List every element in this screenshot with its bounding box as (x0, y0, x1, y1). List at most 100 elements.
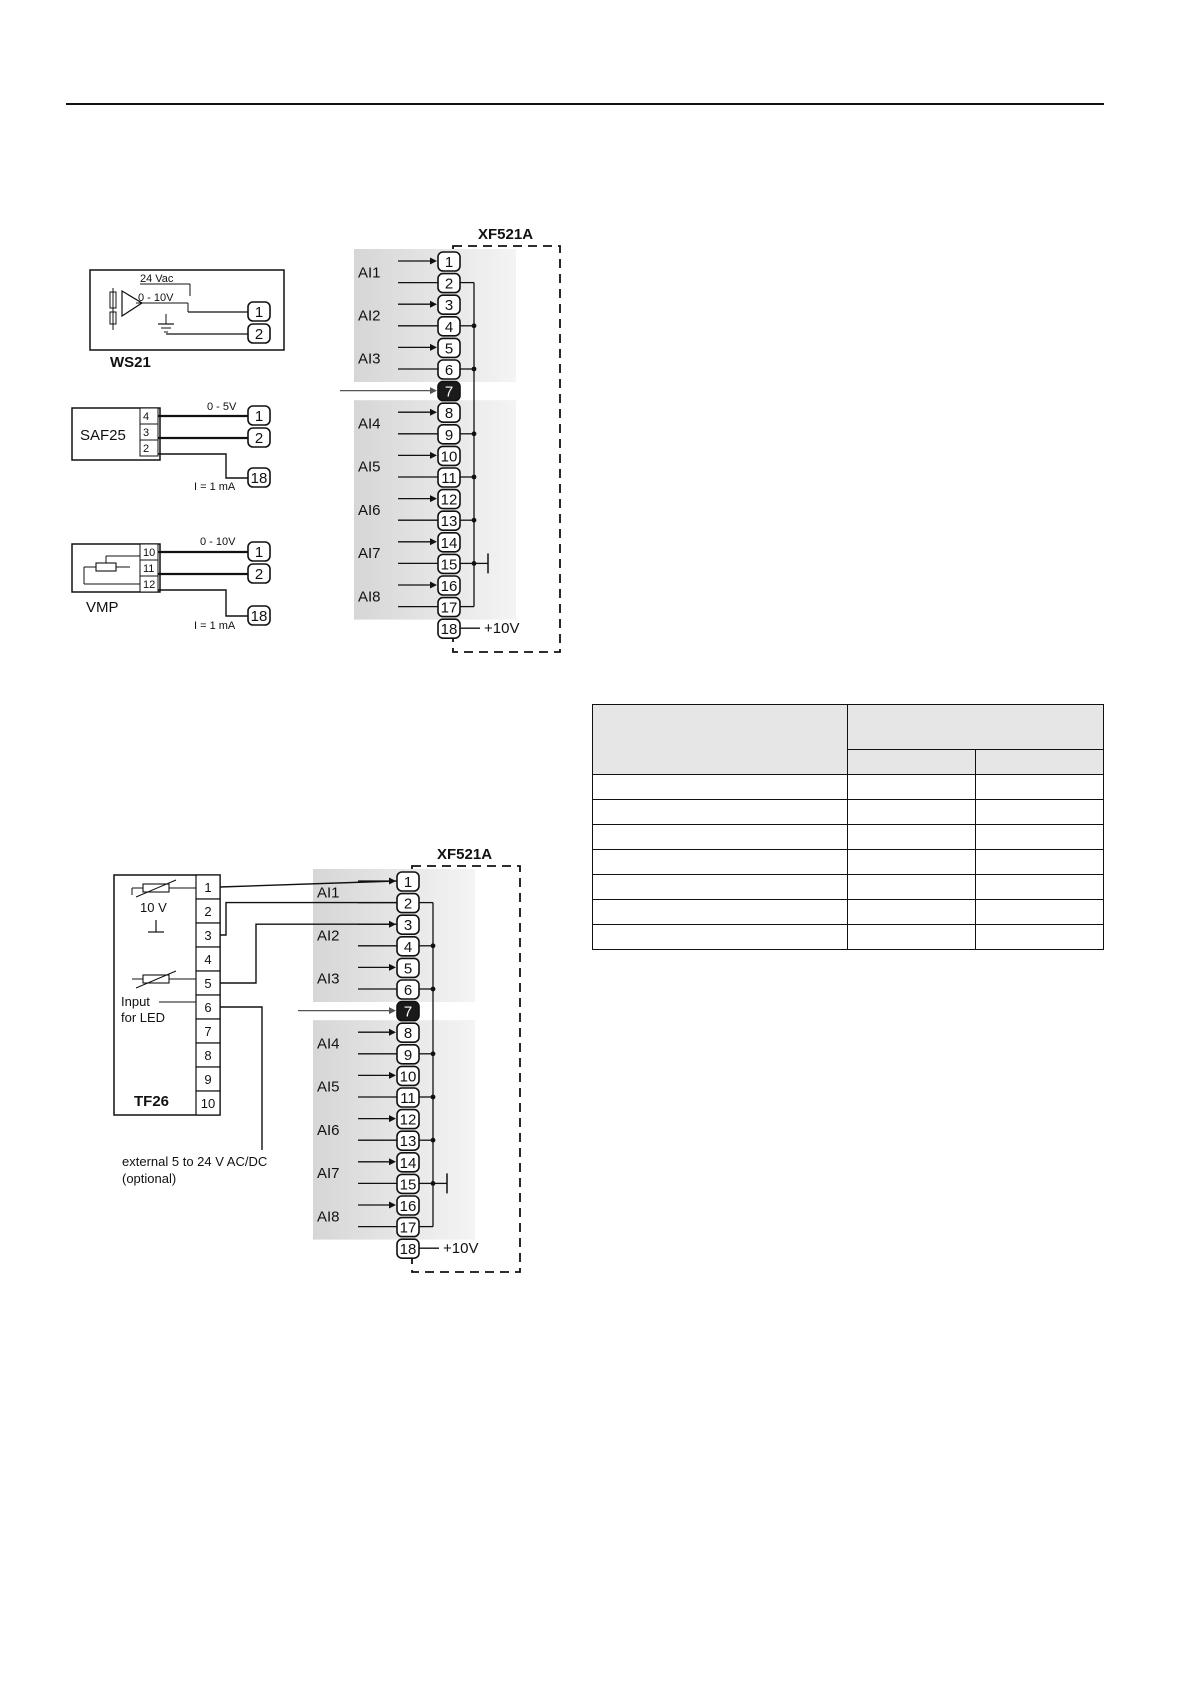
ai-block (354, 400, 516, 447)
terminal-number: 18 (251, 470, 268, 487)
terminal-3: 3 (437, 294, 461, 316)
potentiometer-icon (95, 562, 117, 572)
pin-number: 2 (143, 443, 149, 455)
terminal-box (396, 1195, 420, 1216)
terminal-18: 18 (247, 605, 271, 626)
ws21-terminals: 12 (247, 301, 271, 344)
terminal-number: 7 (404, 1004, 412, 1021)
terminal-box (396, 1108, 420, 1130)
terminal-number: 12 (441, 492, 458, 509)
arrow-icon (430, 300, 437, 308)
terminal-number: 1 (445, 254, 453, 271)
terminal-box (396, 957, 420, 979)
terminal-box (437, 380, 461, 402)
junction-dot (471, 366, 477, 372)
tf26-led-label-2: for LED (121, 1010, 165, 1025)
ai-label: AI1 (358, 264, 381, 281)
arrow-icon (430, 257, 437, 265)
ai-block (313, 912, 475, 959)
junction-dot (430, 1051, 436, 1057)
terminal-box (247, 323, 271, 344)
vmp-name: VMP (86, 599, 119, 616)
ai-block (354, 486, 516, 534)
terminal-number: 2 (255, 566, 263, 583)
table-row (592, 924, 1104, 950)
table-cell (847, 824, 976, 850)
ai-block (313, 955, 475, 1002)
ai-block (354, 249, 516, 296)
tf26-pin-number: 7 (204, 1024, 211, 1039)
vmp-current-label: I = 1 mA (194, 620, 236, 632)
table-row (592, 849, 1104, 875)
arrow-icon (430, 387, 437, 395)
arrow-icon (430, 495, 437, 503)
terminal-18: 18 (437, 618, 461, 640)
tf26-pin-number: 9 (204, 1072, 211, 1087)
tf26-led-label-1: Input (121, 994, 150, 1009)
terminal-8: 8 (396, 1022, 420, 1044)
table-cell (975, 899, 1104, 925)
terminal-number: 15 (441, 556, 458, 573)
terminal-1: 1 (247, 405, 271, 426)
pin-number: 12 (143, 579, 155, 591)
saf25-sensor: SAF25 0 - 5V I = 1 mA (71, 401, 248, 493)
terminal-number: 4 (445, 319, 453, 336)
terminal-number: 10 (400, 1068, 417, 1085)
arrow-icon (430, 408, 437, 416)
table-cell (592, 799, 848, 825)
terminal-17: 17 (437, 596, 461, 618)
table-row (592, 774, 1104, 800)
terminal-number: 16 (400, 1198, 417, 1215)
table-cell (975, 774, 1104, 800)
terminal-4: 4 (396, 935, 420, 957)
tf26-pin-number: 5 (204, 976, 211, 991)
terminal-10: 10 (396, 1065, 420, 1087)
ws21-box (89, 269, 285, 351)
terminal-number: 9 (445, 427, 453, 444)
vmp-actuator: VMP 0 - 10V I = 1 mA (71, 536, 248, 632)
table-cell (975, 874, 1104, 900)
terminal-number: 1 (255, 408, 263, 425)
pin-cell (139, 439, 159, 457)
terminal-number: 17 (441, 600, 458, 617)
terminal-number: 18 (400, 1241, 417, 1258)
ai-label: AI6 (317, 1122, 340, 1139)
terminal-2: 2 (247, 563, 271, 584)
terminal-7: 7 (396, 1000, 420, 1022)
terminal-12: 12 (396, 1108, 420, 1130)
table-cell (592, 874, 848, 900)
terminal-box (247, 467, 271, 488)
tf26-pin-number: 10 (201, 1096, 215, 1111)
ai-label: AI7 (358, 545, 381, 562)
arrow-icon (389, 1007, 396, 1015)
terminal-1: 1 (247, 541, 271, 562)
terminal-number: 8 (445, 405, 453, 422)
arrow-icon (389, 1115, 396, 1123)
module-boundary (452, 245, 561, 653)
terminal-15: 15 (396, 1173, 420, 1195)
junction-dot (471, 323, 477, 329)
junction-dot (471, 517, 477, 523)
junction-dot (430, 943, 436, 949)
terminal-box (437, 531, 461, 553)
terminal-number: 9 (404, 1047, 412, 1064)
terminal-number: 6 (445, 362, 453, 379)
terminal-2: 2 (247, 427, 271, 448)
arrow-icon (389, 963, 396, 971)
table-header-cell (847, 749, 976, 775)
tf26-pin-cell (195, 1090, 221, 1116)
ws21-sensor: 24 Vac 0 - 10V WS21 (89, 269, 285, 371)
saf25-terminals: 1 2 18 (247, 405, 271, 488)
terminal-4: 4 (437, 315, 461, 337)
terminal-2: 2 (437, 272, 461, 294)
terminal-box (247, 563, 271, 584)
table-header-cell (975, 749, 1104, 775)
terminal-number: 5 (445, 340, 453, 357)
ai-label: AI4 (358, 416, 381, 433)
terminal-number: 5 (404, 960, 412, 977)
arrow-icon (430, 343, 437, 351)
table-row (592, 874, 1104, 900)
arrow-icon (430, 538, 437, 546)
plus-10v-label: +10V (484, 620, 519, 637)
